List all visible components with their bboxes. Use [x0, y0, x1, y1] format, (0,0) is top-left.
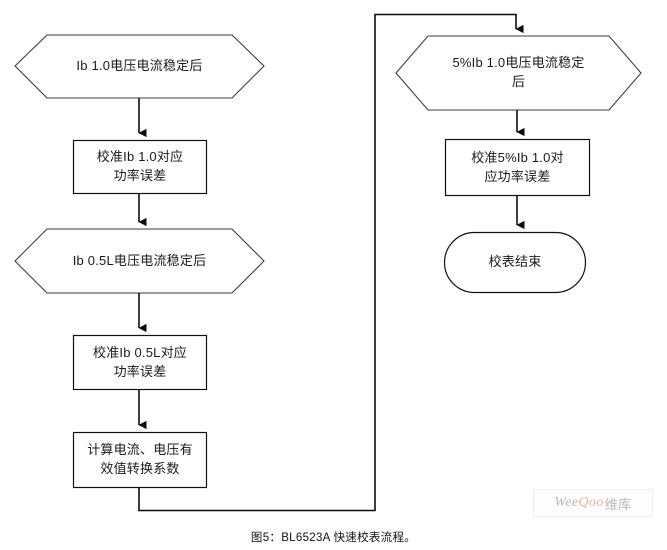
edge-n5-n6	[138, 13, 524, 512]
watermark-part2: Qoo	[578, 495, 604, 510]
watermark-part3: 维库	[604, 496, 632, 512]
node-rect-n5	[72, 431, 208, 489]
node-hexagon-n1	[14, 34, 265, 99]
figure-caption: 图5：BL6523A 快速校表流程。	[250, 532, 417, 544]
node-rect-n7	[444, 138, 591, 197]
watermark-part1: Wee	[554, 495, 579, 510]
node-hexagon-n3	[14, 228, 265, 294]
node-hexagon-n6	[395, 35, 642, 111]
node-rect-n4	[72, 334, 208, 391]
node-terminator-n8	[443, 231, 587, 294]
node-rect-n2	[72, 139, 208, 195]
